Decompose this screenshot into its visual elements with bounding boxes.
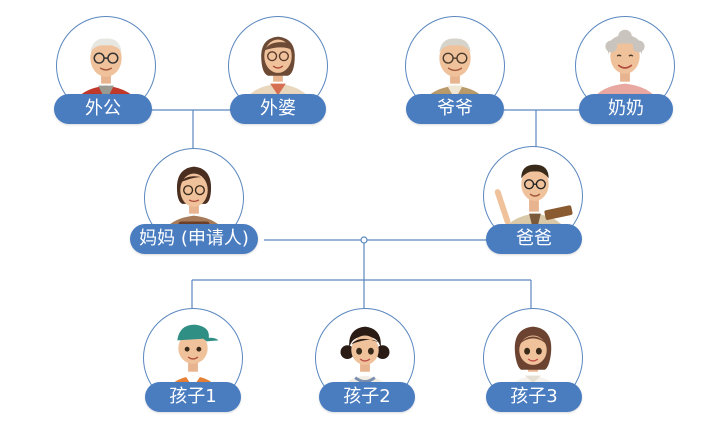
node-child2: 孩子2 xyxy=(313,306,417,412)
label-father: 爸爸 xyxy=(486,224,582,254)
label-paternal-grandmother: 奶奶 xyxy=(579,94,673,124)
node-paternal-grandmother: 奶奶 xyxy=(573,14,677,124)
node-child3: 孩子3 xyxy=(481,306,585,412)
label-child3: 孩子3 xyxy=(486,382,582,412)
node-maternal-grandmother: 外婆 xyxy=(226,14,330,124)
node-maternal-grandfather: 外公 xyxy=(54,14,158,124)
label-maternal-grandmother: 外婆 xyxy=(230,94,326,124)
label-paternal-grandfather: 爷爷 xyxy=(406,94,504,124)
node-mother: 妈妈 (申请人) xyxy=(130,146,258,254)
label-maternal-grandfather: 外公 xyxy=(54,94,152,124)
label-child1: 孩子1 xyxy=(145,382,241,412)
node-child1: 孩子1 xyxy=(141,306,245,412)
node-father: 爸爸 xyxy=(481,144,585,254)
junction-dot xyxy=(360,236,368,244)
label-child2: 孩子2 xyxy=(319,382,415,412)
node-paternal-grandfather: 爷爷 xyxy=(403,14,507,124)
label-mother: 妈妈 (申请人) xyxy=(130,224,258,254)
